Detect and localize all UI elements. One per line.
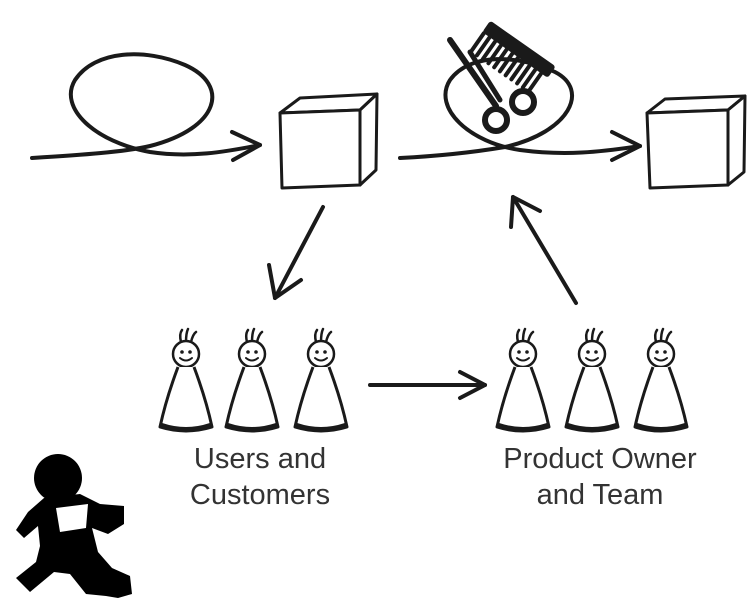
users-customers-label: Users and Customers	[150, 441, 370, 513]
product-owner-team-group	[495, 327, 689, 433]
team-label-line1: Product Owner	[503, 443, 697, 475]
left-cube-icon	[278, 92, 379, 190]
arrow-users-to-team	[368, 370, 487, 400]
users-label-line1: Users and	[193, 443, 327, 475]
stick-person-icon	[633, 327, 689, 433]
comb-and-scissors-icon	[447, 21, 555, 134]
product-owner-team-label: Product Owner and Team	[470, 441, 730, 513]
team-label-line2: and Team	[536, 479, 664, 511]
left-loop-arrow-icon	[30, 52, 262, 162]
running-person-icon	[16, 454, 132, 598]
arrow-box-to-users	[267, 205, 325, 300]
right-cube-icon	[645, 94, 747, 190]
stick-person-icon	[495, 327, 551, 433]
stick-person-icon	[158, 327, 214, 433]
stick-person-icon	[293, 327, 349, 433]
arrow-team-to-loop	[509, 195, 578, 305]
stick-person-icon	[564, 327, 620, 433]
users-label-line2: Customers	[189, 479, 331, 511]
users-customers-group	[158, 327, 349, 433]
stick-person-icon	[224, 327, 280, 433]
right-loop-arrow-icon	[398, 57, 642, 162]
